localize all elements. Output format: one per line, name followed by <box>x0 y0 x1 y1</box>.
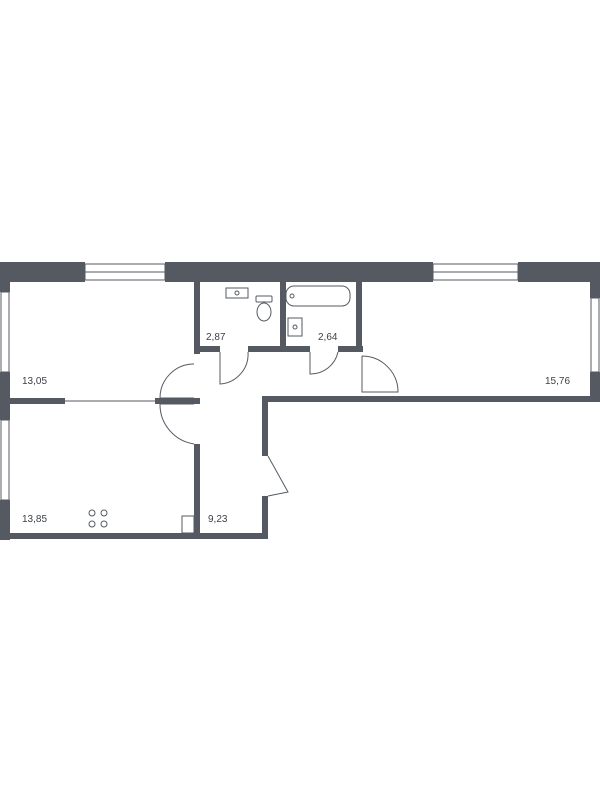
wall-left-hall-lower <box>194 444 200 539</box>
wall-left-outer-mid <box>0 372 10 420</box>
wall-left-outer-bottom <box>0 500 10 540</box>
room-area-label: 9,23 <box>208 514 228 525</box>
toilet-icon <box>255 295 273 322</box>
room-area-label: 2,87 <box>206 332 226 343</box>
wall-bath-right <box>356 282 362 352</box>
window-left-top <box>0 291 10 373</box>
wall-toilet-bath <box>280 282 286 352</box>
wall-between-rooms <box>10 398 65 404</box>
wall-bath-bottom <box>280 346 310 352</box>
window-left-bottom <box>0 419 10 501</box>
door-swing-icon <box>159 351 399 497</box>
kitchen-counter <box>181 515 195 534</box>
wall-top-middle <box>165 262 433 282</box>
sink-icon <box>225 287 303 337</box>
wall-hall-right-lower <box>262 496 268 539</box>
wall-left-outer <box>0 262 10 292</box>
wall-right-outer-bottom <box>590 372 600 402</box>
wall-toilet-bottom <box>194 346 220 352</box>
wall-top-left <box>0 262 85 282</box>
wall-hall-right <box>262 396 268 456</box>
window-right <box>590 297 600 373</box>
wall-toilet-bottom-right <box>248 346 288 352</box>
room-area-label: 13,05 <box>22 376 47 387</box>
bathtub-icon <box>285 285 351 307</box>
wall-right-wing-bottom <box>262 396 600 402</box>
wall-top-right <box>518 262 600 282</box>
wall-between-rooms-end <box>155 398 200 404</box>
wall-bath-bottom-right <box>338 346 363 352</box>
wall-left-hall-upper <box>194 282 200 354</box>
stove-icon <box>88 509 108 528</box>
wall-right-outer <box>590 262 600 298</box>
wall-bottom-left <box>0 533 268 539</box>
room-area-label: 13,85 <box>22 514 47 525</box>
room-area-label: 15,76 <box>545 376 570 387</box>
room-area-label: 2,64 <box>318 332 338 343</box>
